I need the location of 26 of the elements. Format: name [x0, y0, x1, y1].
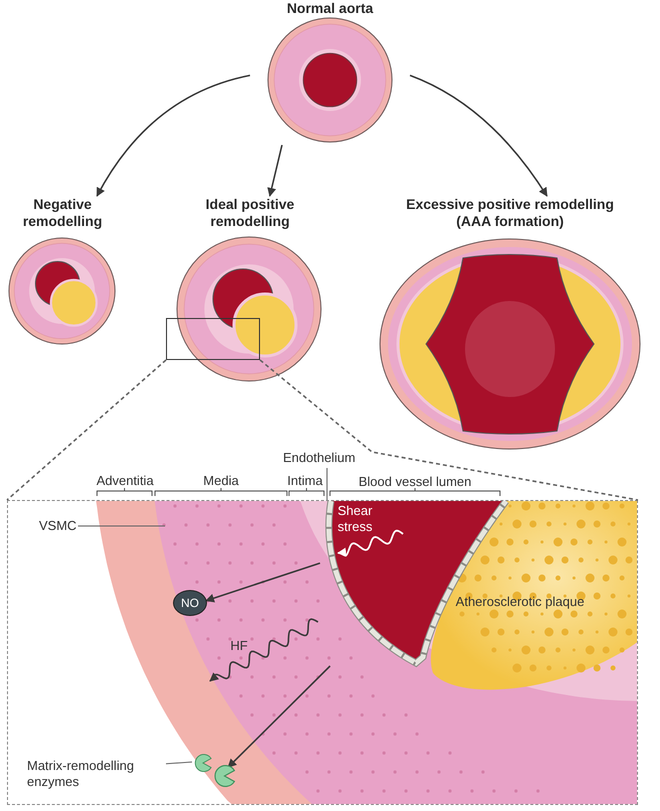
- zoom-line: [260, 359, 638, 501]
- enzyme-icon: [193, 754, 213, 772]
- arrow: [205, 562, 320, 602]
- arrow: [96, 74, 250, 197]
- layer-label: Atherosclerotic plaque: [455, 594, 585, 610]
- layer-label: Intima: [286, 473, 324, 489]
- enzyme-icon: [213, 765, 236, 787]
- label-text: VSMC: [39, 518, 79, 536]
- leader-line: [326, 468, 328, 500]
- layer-label: Media: [202, 473, 240, 489]
- heading: Normal aorta: [286, 0, 374, 17]
- layer-label: Adventitia: [95, 473, 155, 489]
- layer-label: HF: [229, 638, 249, 654]
- arrow: [267, 144, 283, 197]
- heading: Negative remodelling: [22, 196, 104, 230]
- layer-label: Blood vessel lumen: [358, 474, 472, 490]
- arrow: [227, 665, 331, 768]
- arrow: [410, 74, 548, 197]
- heading: Excessive positive remodelling (AAA formation): [405, 196, 615, 230]
- label-text: Matrix-remodelling enzymes: [27, 758, 167, 792]
- layer-label: Shear stress: [336, 503, 374, 535]
- heading: Ideal positive remodelling: [204, 196, 296, 230]
- leader-line: [166, 762, 192, 764]
- zoom-line: [6, 359, 167, 501]
- label-text: Endothelium: [283, 450, 359, 468]
- zoom-frame: [166, 318, 260, 360]
